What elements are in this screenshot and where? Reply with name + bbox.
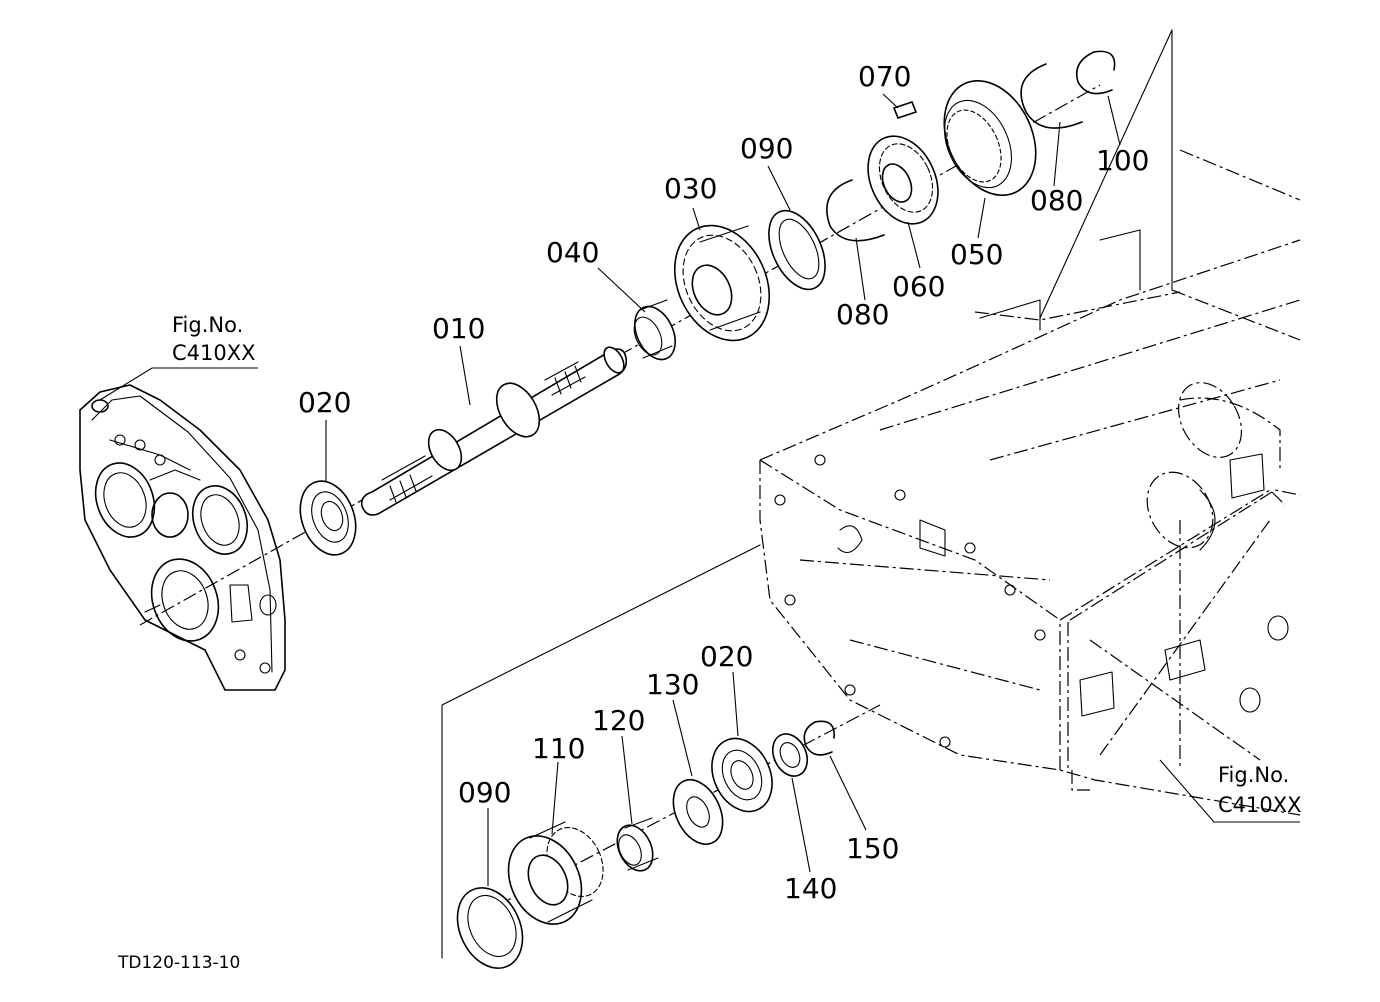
- label-050: 050: [950, 238, 1003, 271]
- label-020-lower: 020: [700, 640, 753, 673]
- label-030: 030: [664, 172, 717, 205]
- part-060-hub: [867, 135, 939, 225]
- frame-lower-group: [441, 544, 761, 959]
- label-110: 110: [532, 732, 585, 765]
- part-120-needle-bearing: [616, 817, 659, 872]
- part-020-bearing-lower: [711, 737, 773, 813]
- part-100-circlip: [1075, 50, 1116, 95]
- label-120: 120: [592, 704, 645, 737]
- part-010-shaft: [360, 346, 628, 516]
- label-060: 060: [892, 270, 945, 303]
- label-150: 150: [846, 832, 899, 865]
- label-080-right: 080: [1030, 184, 1083, 217]
- part-090-ring-lower: [456, 887, 524, 969]
- part-130-collar: [672, 779, 724, 845]
- label-010: 010: [432, 312, 485, 345]
- label-130: 130: [646, 668, 699, 701]
- part-030-gear: [673, 224, 771, 342]
- label-140: 140: [784, 872, 837, 905]
- fig-ref-left-line2: C410XX: [172, 341, 256, 365]
- fig-ref-right-line2: C410XX: [1218, 793, 1302, 817]
- part-110-gear: [507, 821, 604, 925]
- part-020-bearing-upper: [299, 480, 357, 556]
- part-080-snap-ring-left: [826, 179, 885, 242]
- part-050-sleeve: [943, 79, 1037, 197]
- leader-lines: [325, 93, 1121, 886]
- frame-upper-group: [1039, 29, 1173, 319]
- transmission-case: [759, 149, 1301, 816]
- part-090-ring-upper: [768, 209, 826, 291]
- label-080-left: 080: [836, 298, 889, 331]
- label-100: 100: [1096, 144, 1149, 177]
- part-040-needle-bearing: [633, 299, 676, 361]
- label-090-lower: 090: [458, 776, 511, 809]
- label-090-upper: 090: [740, 132, 793, 165]
- figure-reference-left: Fig.No. C410XX: [99, 313, 258, 401]
- label-020-upper: 020: [298, 386, 351, 419]
- part-070-key: [892, 101, 918, 119]
- label-070: 070: [858, 60, 911, 93]
- left-housing-cover: [79, 384, 286, 691]
- fig-ref-right-line1: Fig.No.: [1218, 763, 1289, 787]
- fig-ref-left-line1: Fig.No.: [172, 313, 243, 337]
- part-140-washer: [771, 733, 809, 777]
- part-150-circlip: [803, 720, 835, 756]
- drawing-code: TD120-113-10: [117, 953, 240, 973]
- label-040: 040: [546, 236, 599, 269]
- part-labels: 020 010 040 030 090 070 080 060 050 080 …: [298, 60, 1149, 905]
- part-080-snap-ring-right: [1020, 63, 1083, 129]
- figure-reference-right: Fig.No. C410XX: [1159, 759, 1302, 823]
